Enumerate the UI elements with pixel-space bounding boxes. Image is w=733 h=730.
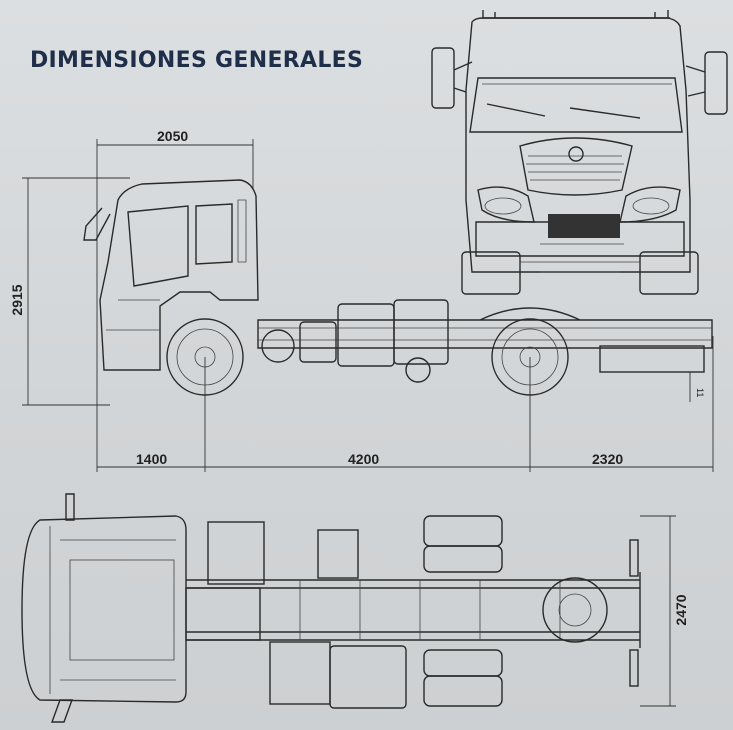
dim-cab-length: 2050 [157,128,188,144]
dim-front-overhang: 1400 [136,451,167,467]
page-title: DIMENSIONES GENERALES [30,48,364,73]
dim-height: 2915 [9,284,25,315]
dim-small-mark: 11 [695,388,705,397]
dim-width: 2470 [673,594,689,625]
dim-rear-overhang: 2320 [592,451,623,467]
dim-wheelbase: 4200 [348,451,379,467]
side-view-drawing: 2050 2915 [9,128,714,472]
front-view-drawing [431,10,728,295]
top-view-drawing: 2470 [21,493,689,723]
